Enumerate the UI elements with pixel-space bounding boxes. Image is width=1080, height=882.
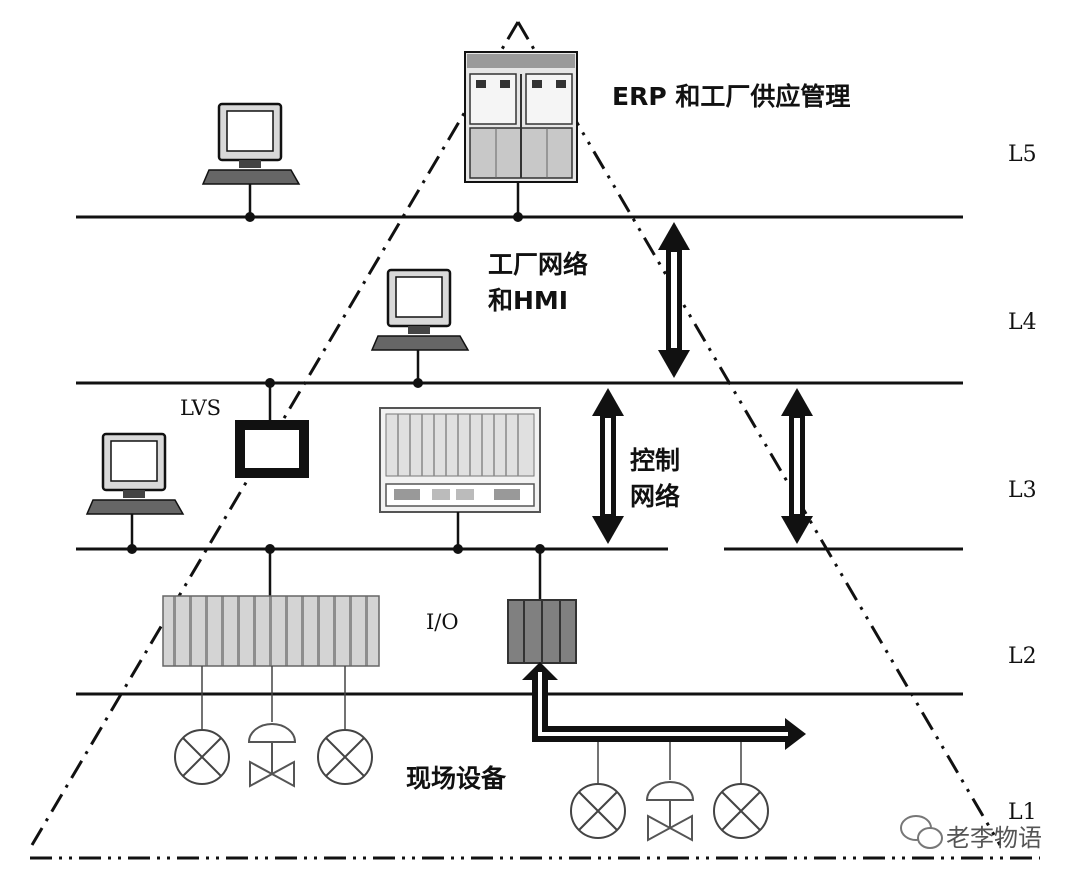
plant-network-label-line2: 和HMI [488, 286, 569, 315]
erp-server [464, 51, 578, 183]
arrow-l4-l3 [592, 388, 624, 544]
network-buses [76, 215, 963, 696]
left-control-valve [247, 723, 297, 788]
remote-io-module [507, 599, 577, 664]
control-network-label-line2: 网络 [630, 482, 681, 511]
level-label-l4: L4 [1008, 310, 1037, 335]
field-bus-arrow [522, 662, 806, 750]
l4-workstation-computer [370, 268, 470, 351]
pyramid-right-edge [516, 21, 1002, 846]
right-indicator-lamp-2 [713, 783, 769, 839]
lvs-panel [235, 420, 309, 478]
field-devices-label: 现场设备 [406, 764, 507, 793]
left-indicator-lamp-1 [174, 729, 230, 785]
right-control-valve [645, 781, 695, 842]
erp-label: ERP 和工厂供应管理 [612, 82, 851, 111]
level-label-l3: L3 [1008, 478, 1037, 503]
lvs-bus-node [265, 378, 275, 388]
plant-network-label-line1: 工厂网络 [488, 250, 589, 279]
controller-rack [379, 407, 541, 513]
l5-workstation-computer [201, 102, 301, 185]
right-field-device-wires [597, 742, 742, 784]
l5-workstation-node [245, 212, 255, 222]
level-label-l2: L2 [1008, 644, 1037, 669]
lvs-label: LVS [180, 396, 222, 420]
l3-workstation-computer [85, 432, 185, 515]
level-label-l5: L5 [1008, 142, 1037, 167]
level-label-l1: L1 [1008, 800, 1037, 825]
l3-workstation-node [127, 544, 137, 554]
right-indicator-lamp-1 [570, 783, 626, 839]
controller-bus-node [453, 544, 463, 554]
wechat-icon [900, 815, 943, 849]
left-field-device-wires [201, 666, 346, 730]
control-network-label-line1: 控制 [630, 446, 681, 475]
left-indicator-lamp-2 [317, 729, 373, 785]
arrow-l5-l4 [658, 222, 690, 378]
l2-io-rack [162, 595, 380, 667]
io-label: I/O [426, 610, 459, 634]
erp-bus-node [513, 212, 523, 222]
arrow-right-l4-l3 [781, 388, 813, 544]
watermark-text: 老李物语 [946, 824, 1042, 852]
l4-workstation-node [413, 378, 423, 388]
